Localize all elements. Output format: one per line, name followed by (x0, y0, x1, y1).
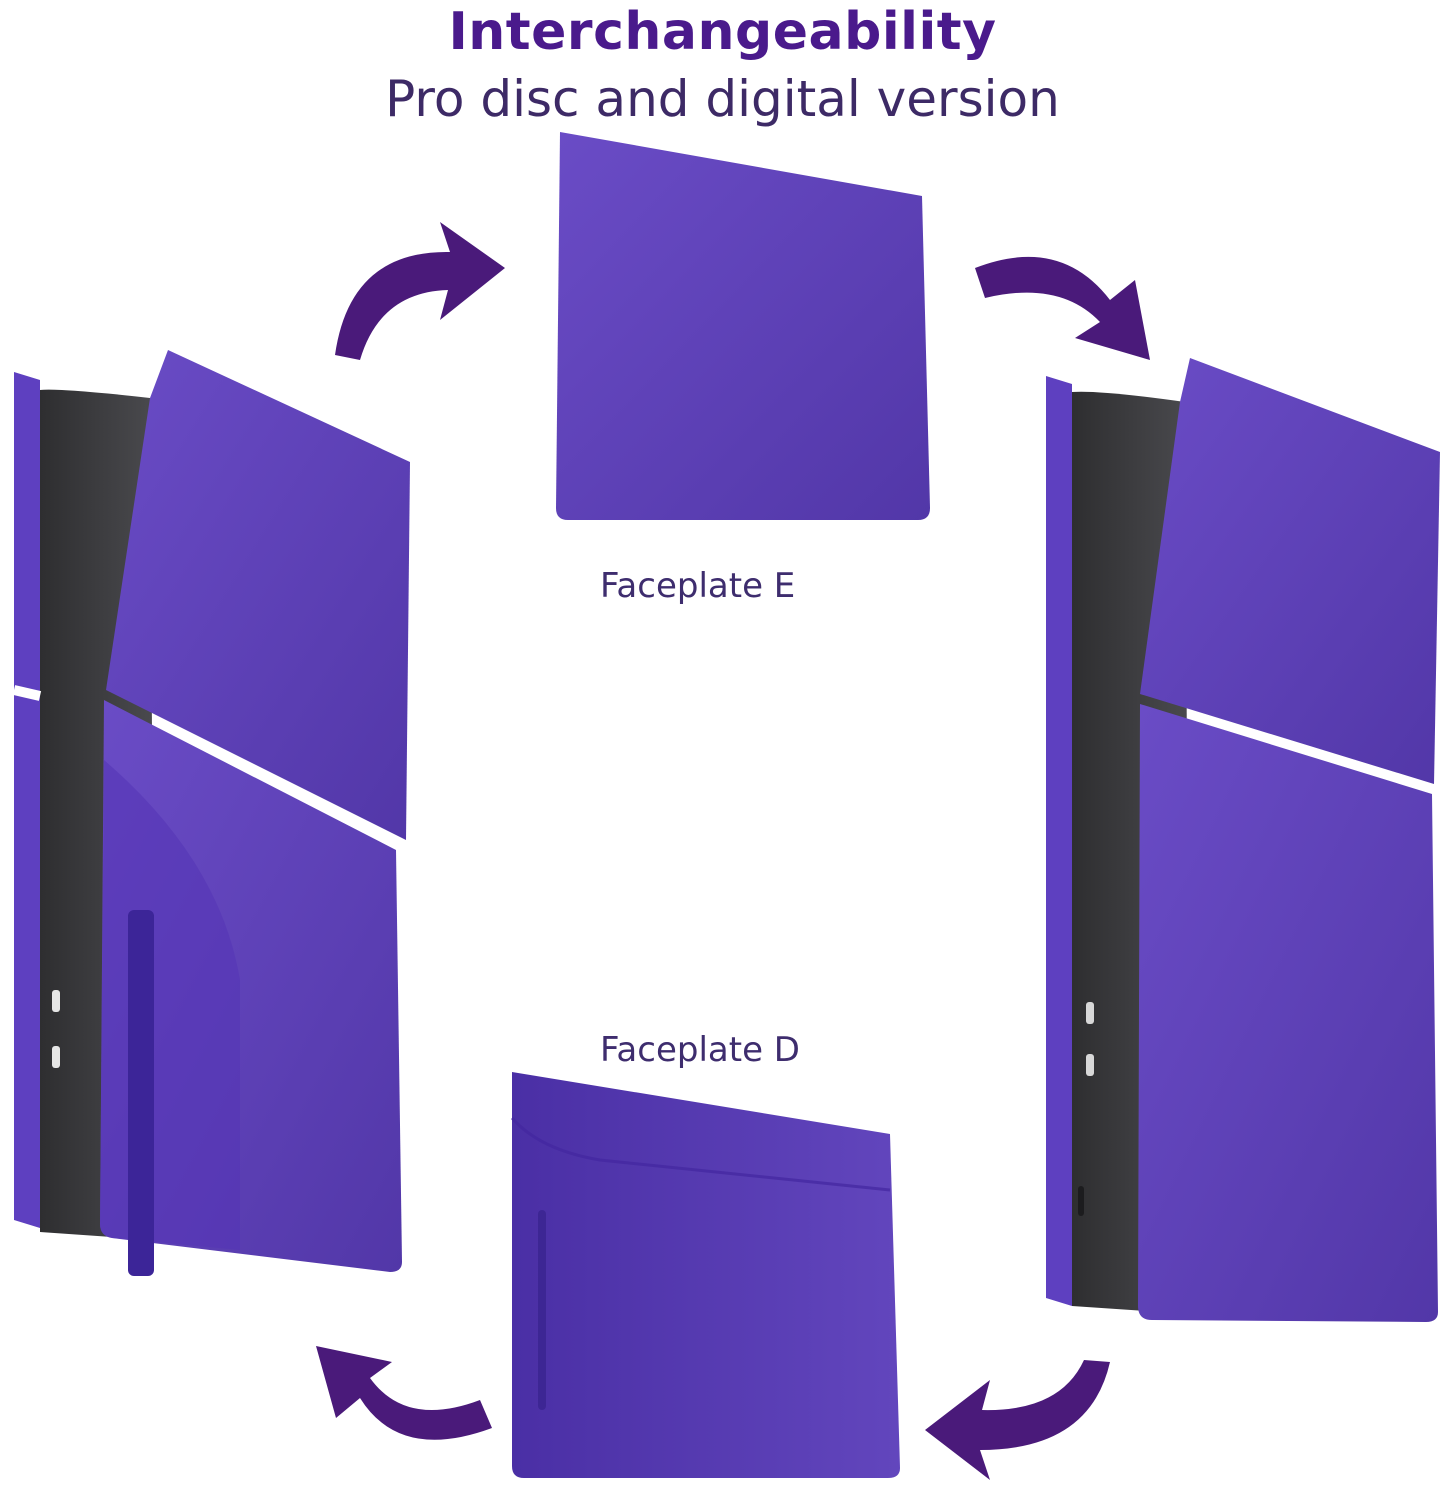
arrow-bottom-to-left-icon (316, 1346, 492, 1440)
arrow-top-to-right-icon (975, 256, 1150, 360)
page-subtitle: Pro disc and digital version (385, 70, 1060, 128)
console-digital-edition-image (1046, 358, 1440, 1322)
console-disc-edition-image (12, 350, 410, 1276)
faceplate-e-label: Faceplate E (600, 566, 796, 606)
arrow-right-to-bottom-icon (925, 1360, 1110, 1480)
faceplate-d-label: Faceplate D (600, 1030, 800, 1070)
faceplate-e-image (556, 132, 930, 520)
page-title: Interchangeability (448, 2, 997, 62)
arrow-left-to-top-icon (335, 222, 505, 360)
faceplate-d-image (510, 1072, 900, 1478)
